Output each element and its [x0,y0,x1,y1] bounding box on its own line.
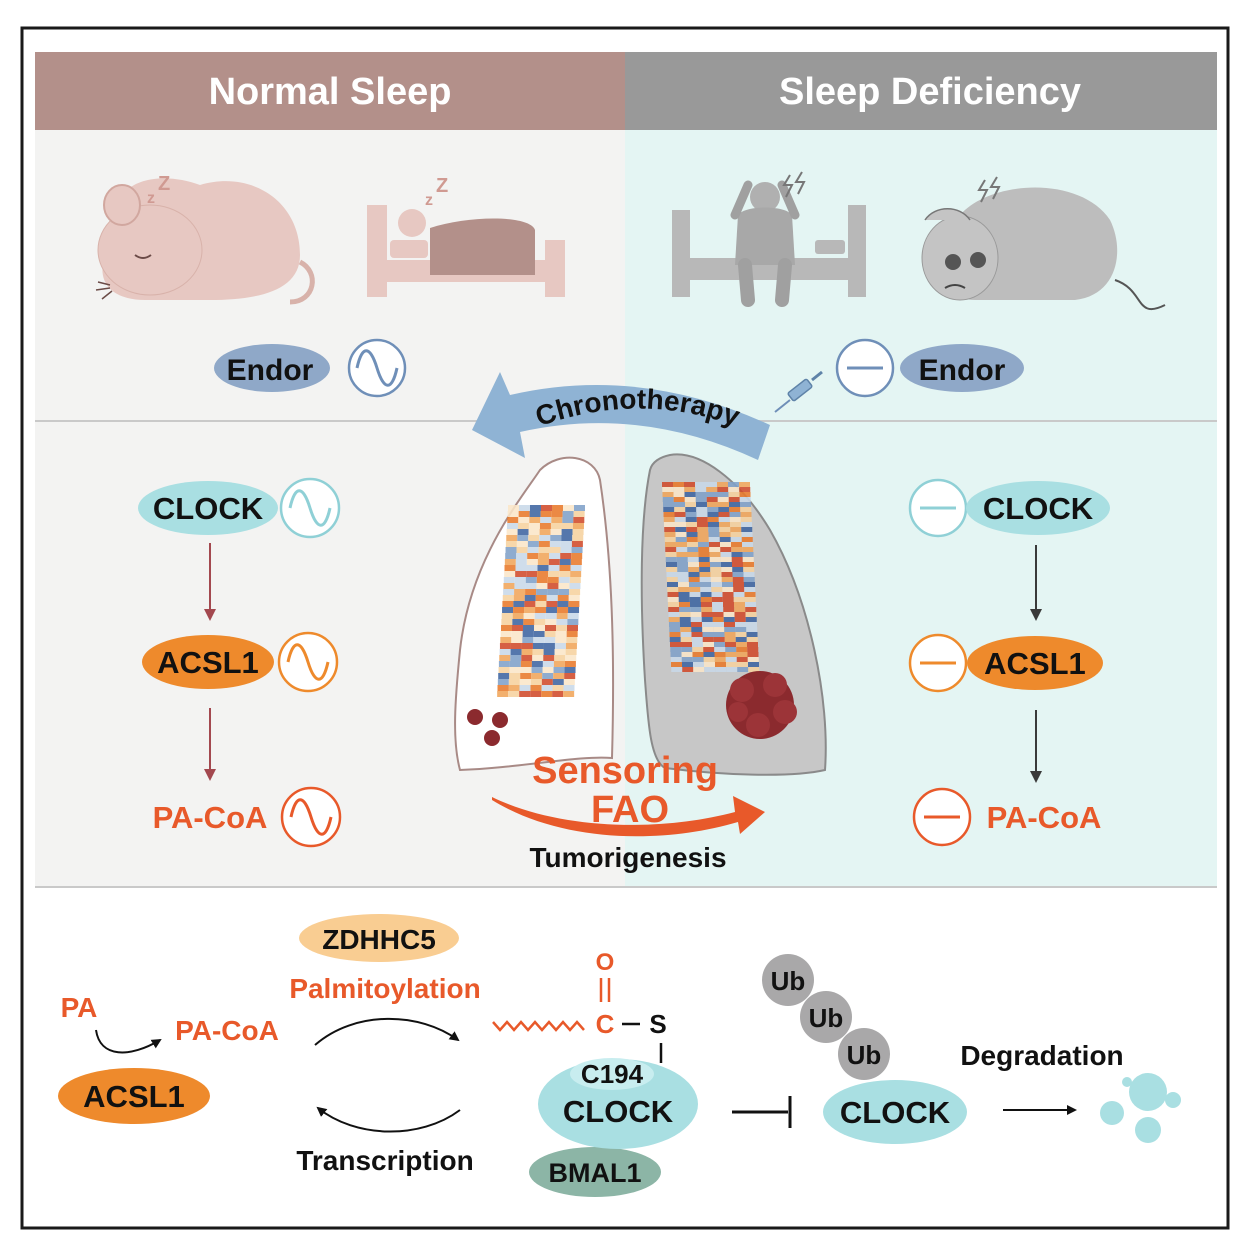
acsl1-normal-label: ACSL1 [157,645,259,680]
oxygen-atom: O [596,949,615,976]
clock-normal-label: CLOCK [153,491,264,526]
degraded-fragments-icon [1100,1073,1181,1143]
pa-label: PA [61,992,98,1023]
ubiquitin-circle-3 [838,1028,890,1080]
bed-sleep-z-small: z [425,192,433,209]
transcription-label: Transcription [296,1145,473,1176]
ubiquitin-label-2: Ub [809,1003,844,1033]
pacoa-bottom-label: PA-CoA [175,1015,279,1046]
carbon-atom: C [596,1009,615,1039]
right-lung-heatmap [662,482,760,672]
clock-minus-icon [908,478,968,538]
ubiquitin-circle-2 [800,991,852,1043]
normal-header-bar [35,52,625,130]
left-lung-heatmap [497,505,585,697]
sensoring-label: Sensoring [532,750,718,792]
endor-deficiency-ellipse [900,344,1024,392]
clock-deficiency-label: CLOCK [983,491,1094,526]
tumorigenesis-label: Tumorigenesis [529,842,726,873]
bed-sleep-z-large: Z [436,175,448,197]
endor-normal-label: Endor [227,354,314,387]
palmitoylation-label: Palmitoylation [289,973,480,1004]
normal-sleep-title: Normal Sleep [209,71,452,113]
sleeping-person-bed-icon: z Z [367,175,565,297]
tumor-mass-icon [726,671,797,739]
acsl1-deficiency-ellipse [967,636,1103,690]
minus-circle-icon [835,338,895,398]
clock-ubiquitinated-ellipse [823,1080,967,1144]
endor-deficiency-label: Endor [919,354,1006,387]
ubiquitin-circle-1 [762,954,814,1006]
sleep-z-small: z [147,190,155,207]
acsl1-bottom-ellipse [58,1068,210,1124]
zdhhc5-label: ZDHHC5 [322,924,436,955]
pacoa-oscillation-icon [280,786,342,848]
pacoa-minus-icon [912,787,972,847]
stressed-person-bed-icon [672,171,866,307]
clock-oscillation-icon [279,477,341,539]
acsl1-normal-ellipse [142,635,274,689]
tumor-lung-icon [640,453,827,776]
sleep-z-large: Z [158,173,170,195]
oscillation-icon [347,338,407,398]
fatty-acid-chain [492,1020,585,1032]
clock-normal-ellipse [138,481,278,535]
bmal1-label: BMAL1 [549,1158,642,1188]
pacoa-normal-label: PA-CoA [153,800,268,835]
acsl1-deficiency-label: ACSL1 [984,646,1086,681]
c194-site [570,1058,654,1090]
bmal1-ellipse [529,1147,661,1197]
clock-ubiquitinated-label: CLOCK [840,1095,951,1130]
c194-label: C194 [581,1059,644,1089]
tumorigenesis-arrow [492,796,765,837]
clock-palmitoylated-label: CLOCK [563,1094,674,1129]
pacoa-deficiency-label: PA-CoA [987,800,1102,835]
stressed-mouse-icon [921,176,1166,311]
sleep-deficiency-title: Sleep Deficiency [779,71,1081,113]
clock-deficiency-ellipse [966,481,1110,535]
palmitoylation-arrow [314,1017,460,1046]
pa-to-pacoa-arrow [95,1029,162,1054]
deficiency-header-bar [625,52,1217,130]
acsl1-bottom-label: ACSL1 [83,1079,185,1114]
ubiquitin-label-3: Ub [847,1040,882,1070]
acsl1-minus-icon [908,633,968,693]
sleeping-mouse-icon: z Z [95,173,315,305]
zdhhc5-ellipse [299,914,459,962]
endor-normal-ellipse [214,344,330,392]
healthy-lung-icon [454,456,615,772]
sulfur-atom: S [649,1009,666,1039]
syringe-icon [774,370,823,413]
degradation-label: Degradation [960,1040,1123,1071]
transcription-arrow [316,1106,461,1133]
ubiquitin-label-1: Ub [771,966,806,996]
acsl1-oscillation-icon [277,631,339,693]
